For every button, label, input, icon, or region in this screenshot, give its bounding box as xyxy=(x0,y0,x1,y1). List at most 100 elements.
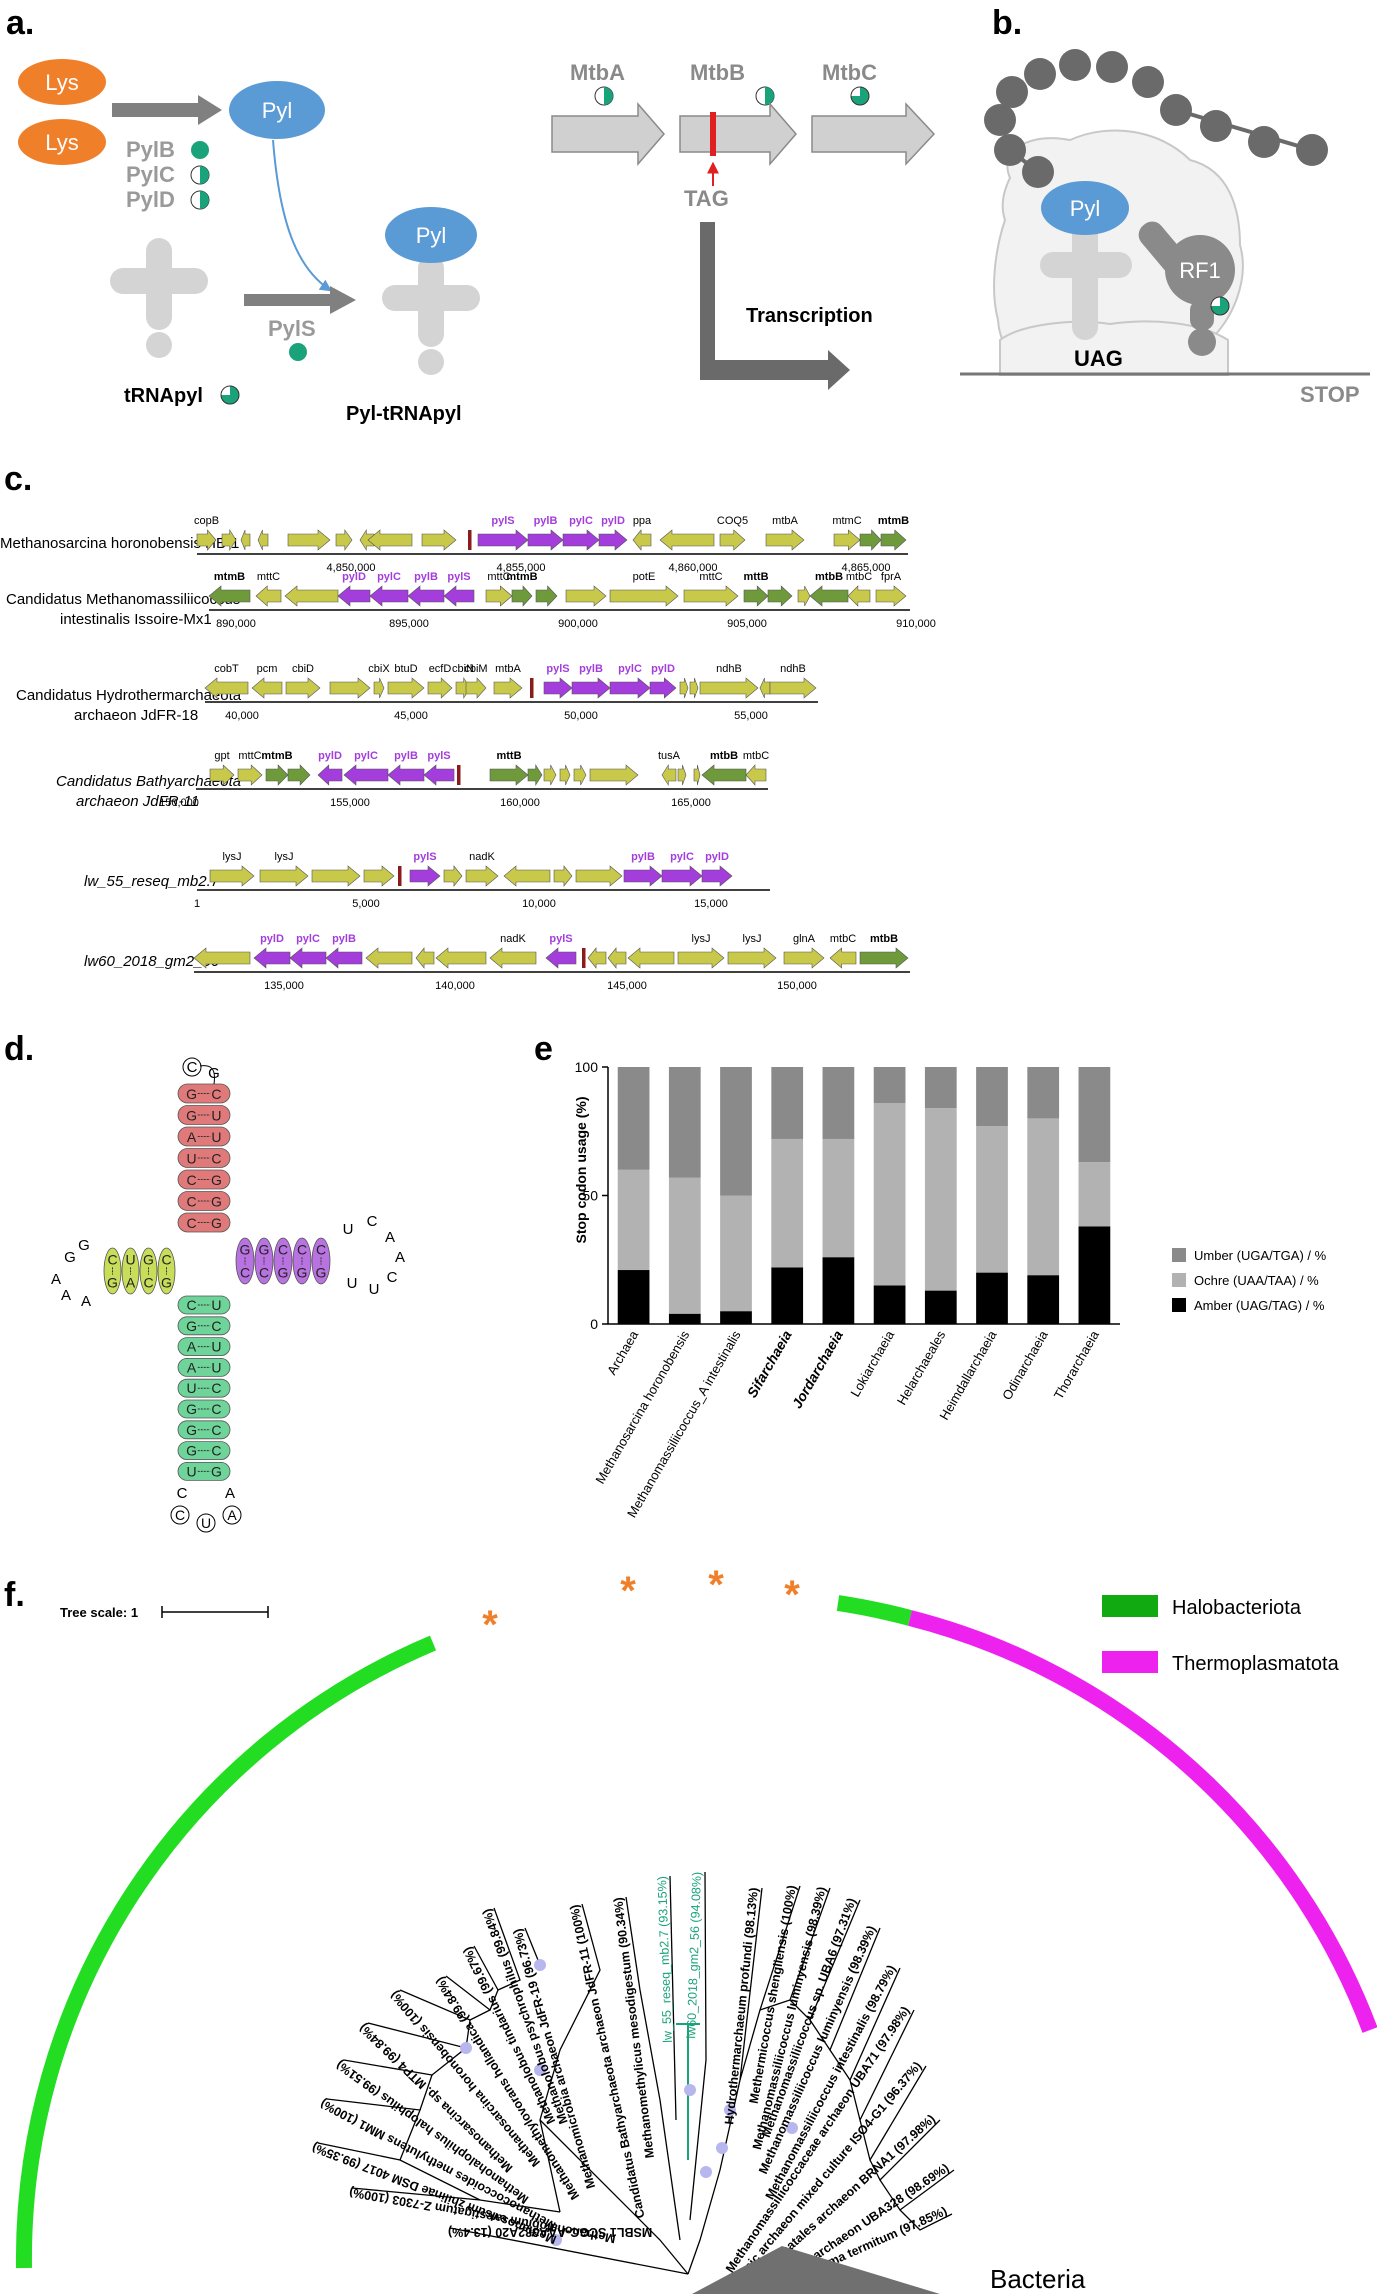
y-tick-label: 50 xyxy=(582,1188,598,1204)
gene-label: pylC xyxy=(569,515,593,527)
anticodon-base: U xyxy=(201,1515,211,1531)
d-loop-base: G xyxy=(78,1237,90,1254)
gene-arrow xyxy=(253,947,291,969)
bar-segment-1-8 xyxy=(1027,1118,1060,1276)
gene-label: lysJ xyxy=(275,851,294,863)
legend-swatch xyxy=(1172,1248,1186,1262)
track-tick-label: 165,000 xyxy=(671,797,711,809)
base-pair: GC xyxy=(235,1237,255,1285)
gene-arrow xyxy=(880,529,907,551)
track-tick-label: 140,000 xyxy=(435,980,475,992)
base: G xyxy=(240,1242,251,1258)
gene-label: pylC xyxy=(354,750,378,762)
legend-swatch xyxy=(1172,1298,1186,1312)
bootstrap-node-icon xyxy=(724,2104,736,2116)
gene-arrow xyxy=(527,529,564,551)
gene-label: mtbB xyxy=(870,933,898,945)
t-loop-base: U xyxy=(347,1275,358,1292)
panel-label-e: e xyxy=(534,1030,553,1068)
pyls-dot-icon xyxy=(289,343,307,361)
gene-arrow xyxy=(632,529,652,551)
gene-label: pylB xyxy=(631,851,655,863)
gene-arrow xyxy=(359,528,375,552)
gene-label: glnA xyxy=(793,933,816,945)
track-tick-label: 160,000 xyxy=(500,797,540,809)
d-loop-base: G xyxy=(64,1249,76,1266)
ribosome-trna-icon xyxy=(1040,220,1132,340)
gene-label: copB xyxy=(194,515,219,527)
uag-label: UAG xyxy=(1074,346,1123,371)
base: G xyxy=(211,1193,222,1209)
gene-arrow xyxy=(196,529,217,551)
star-icon: * xyxy=(708,1563,724,1607)
gene-arrow xyxy=(759,677,771,699)
base: C xyxy=(316,1242,326,1258)
base: U xyxy=(186,1150,196,1166)
gene-arrow xyxy=(679,677,689,699)
gene-arrow xyxy=(335,529,353,551)
transcription-arrow xyxy=(700,222,850,390)
gene-label: cobT xyxy=(214,663,239,675)
bar-segment-2-9 xyxy=(1078,1067,1111,1163)
track-0-name: Methanosarcina horonobensis HB-1 xyxy=(0,535,239,552)
bar-segment-2-2 xyxy=(720,1067,752,1196)
bar-segment-0-6 xyxy=(924,1290,957,1324)
x-tick-label: Heimdallarchaeia xyxy=(936,1327,1000,1422)
gene-label: pylD xyxy=(601,515,625,527)
gene-arrow xyxy=(311,865,361,887)
lys-ellipse-1 xyxy=(18,59,106,105)
gene-label: mttC xyxy=(487,571,510,583)
base: C xyxy=(186,1193,196,1209)
pyls-label: PylS xyxy=(268,316,316,341)
gene-arrow xyxy=(553,865,573,887)
bacteria-label: Bacteria xyxy=(990,2264,1086,2294)
mtba-halfdot-icon xyxy=(594,86,614,106)
gene-arrow xyxy=(443,585,475,607)
bar-segment-2-5 xyxy=(873,1067,906,1103)
base: C xyxy=(278,1242,288,1258)
gene-arrow xyxy=(240,529,251,551)
x-tick-label: Jordarchaeia xyxy=(789,1327,847,1411)
gene-arrow xyxy=(543,764,557,786)
bar-segment-0-3 xyxy=(771,1267,804,1324)
loop-base: C xyxy=(187,1059,198,1076)
gene-label: pylD xyxy=(342,571,366,583)
track-tick-label: 15,000 xyxy=(694,898,728,910)
gene-arrow xyxy=(221,528,237,552)
track-3-name-line1: Candidatus Bathyarchaeota xyxy=(56,773,241,790)
gene-arrow xyxy=(287,764,311,786)
gene-arrow xyxy=(797,585,811,607)
gene-arrow xyxy=(623,865,663,887)
gene-arrow xyxy=(435,947,487,969)
base: U xyxy=(186,1380,196,1396)
base: C xyxy=(211,1401,221,1417)
ac-loop-base: A xyxy=(225,1485,235,1502)
rf1-label: RF1 xyxy=(1179,258,1221,283)
gene-label: pylS xyxy=(447,571,470,583)
track-tick-label: 5,000 xyxy=(352,898,380,910)
highlight-stars: **** xyxy=(482,1563,800,1647)
gene-arrow xyxy=(699,677,759,699)
base: C xyxy=(211,1318,221,1334)
base: A xyxy=(187,1129,197,1145)
gene-arrow xyxy=(465,865,499,887)
lys-to-pyl-arrow xyxy=(112,95,222,125)
gene-label: mttC xyxy=(238,750,261,762)
panel-label-c: c. xyxy=(4,460,32,498)
gene-arrow xyxy=(573,764,587,786)
legend-label: Umber (UGA/TGA) / % xyxy=(1194,1248,1327,1263)
anticodon-circle xyxy=(170,1505,190,1525)
bar-segment-1-0 xyxy=(617,1169,650,1271)
panel-c: Methanosarcina horonobensis HB-1 Candida… xyxy=(0,515,936,992)
gene-arrow xyxy=(287,529,331,551)
base: U xyxy=(211,1339,221,1355)
star-icon: * xyxy=(482,1603,498,1647)
taxon-label: lw_55_reseq_mb2.7 (93.15%) xyxy=(655,1876,675,2043)
gene-label: mtmB xyxy=(506,571,537,583)
track-2-name-line1: Candidatus Hydrothermarchaeota xyxy=(16,687,242,704)
gene-arrow xyxy=(427,677,453,699)
